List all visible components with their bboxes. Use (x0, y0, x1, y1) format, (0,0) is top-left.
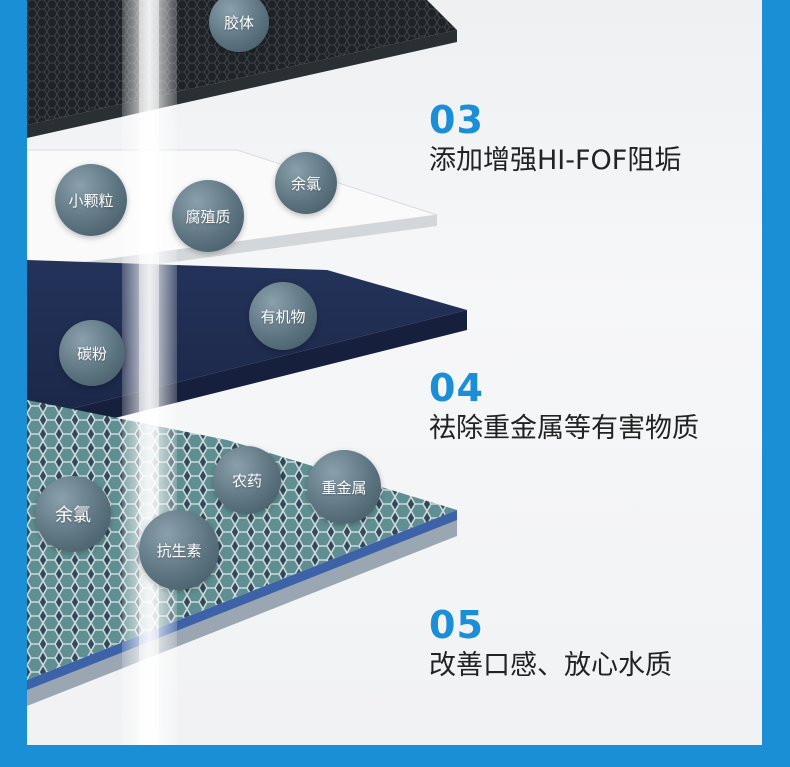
feature-03: 03 添加增强HI-FOF阻垢 (429, 100, 681, 178)
feature-text: 添加增强HI-FOF阻垢 (429, 145, 682, 176)
feature-number: 05 (429, 603, 484, 647)
bubble-heavy-metal: 重金属 (307, 450, 381, 524)
bubble-organics: 有机物 (249, 282, 317, 350)
feature-text: 祛除重金属等有害物质 (429, 413, 699, 444)
bubble-humus: 腐殖质 (172, 180, 244, 252)
content-panel: 胶体 小颗粒 腐殖质 余氯 有机物 碳粉 余氯 农药 重金属 抗生素 03 添加… (27, 0, 762, 745)
bubble-gel: 胶体 (209, 0, 269, 52)
feature-number: 04 (429, 366, 484, 410)
feature-05: 05 改善口感、放心水质 (429, 605, 672, 683)
bubble-carbon-powder: 碳粉 (59, 320, 125, 386)
filter-layers-illustration (27, 0, 467, 745)
bubble-pesticide: 农药 (213, 446, 281, 514)
bubble-residual-chlorine-2: 余氯 (35, 476, 111, 552)
feature-number: 03 (429, 98, 484, 142)
feature-text: 改善口感、放心水质 (429, 650, 672, 681)
bubble-antibiotic: 抗生素 (139, 510, 219, 590)
bubble-residual-chlorine: 余氯 (275, 152, 337, 214)
feature-04: 04 祛除重金属等有害物质 (429, 368, 699, 446)
bubble-small-particles: 小颗粒 (55, 164, 127, 236)
